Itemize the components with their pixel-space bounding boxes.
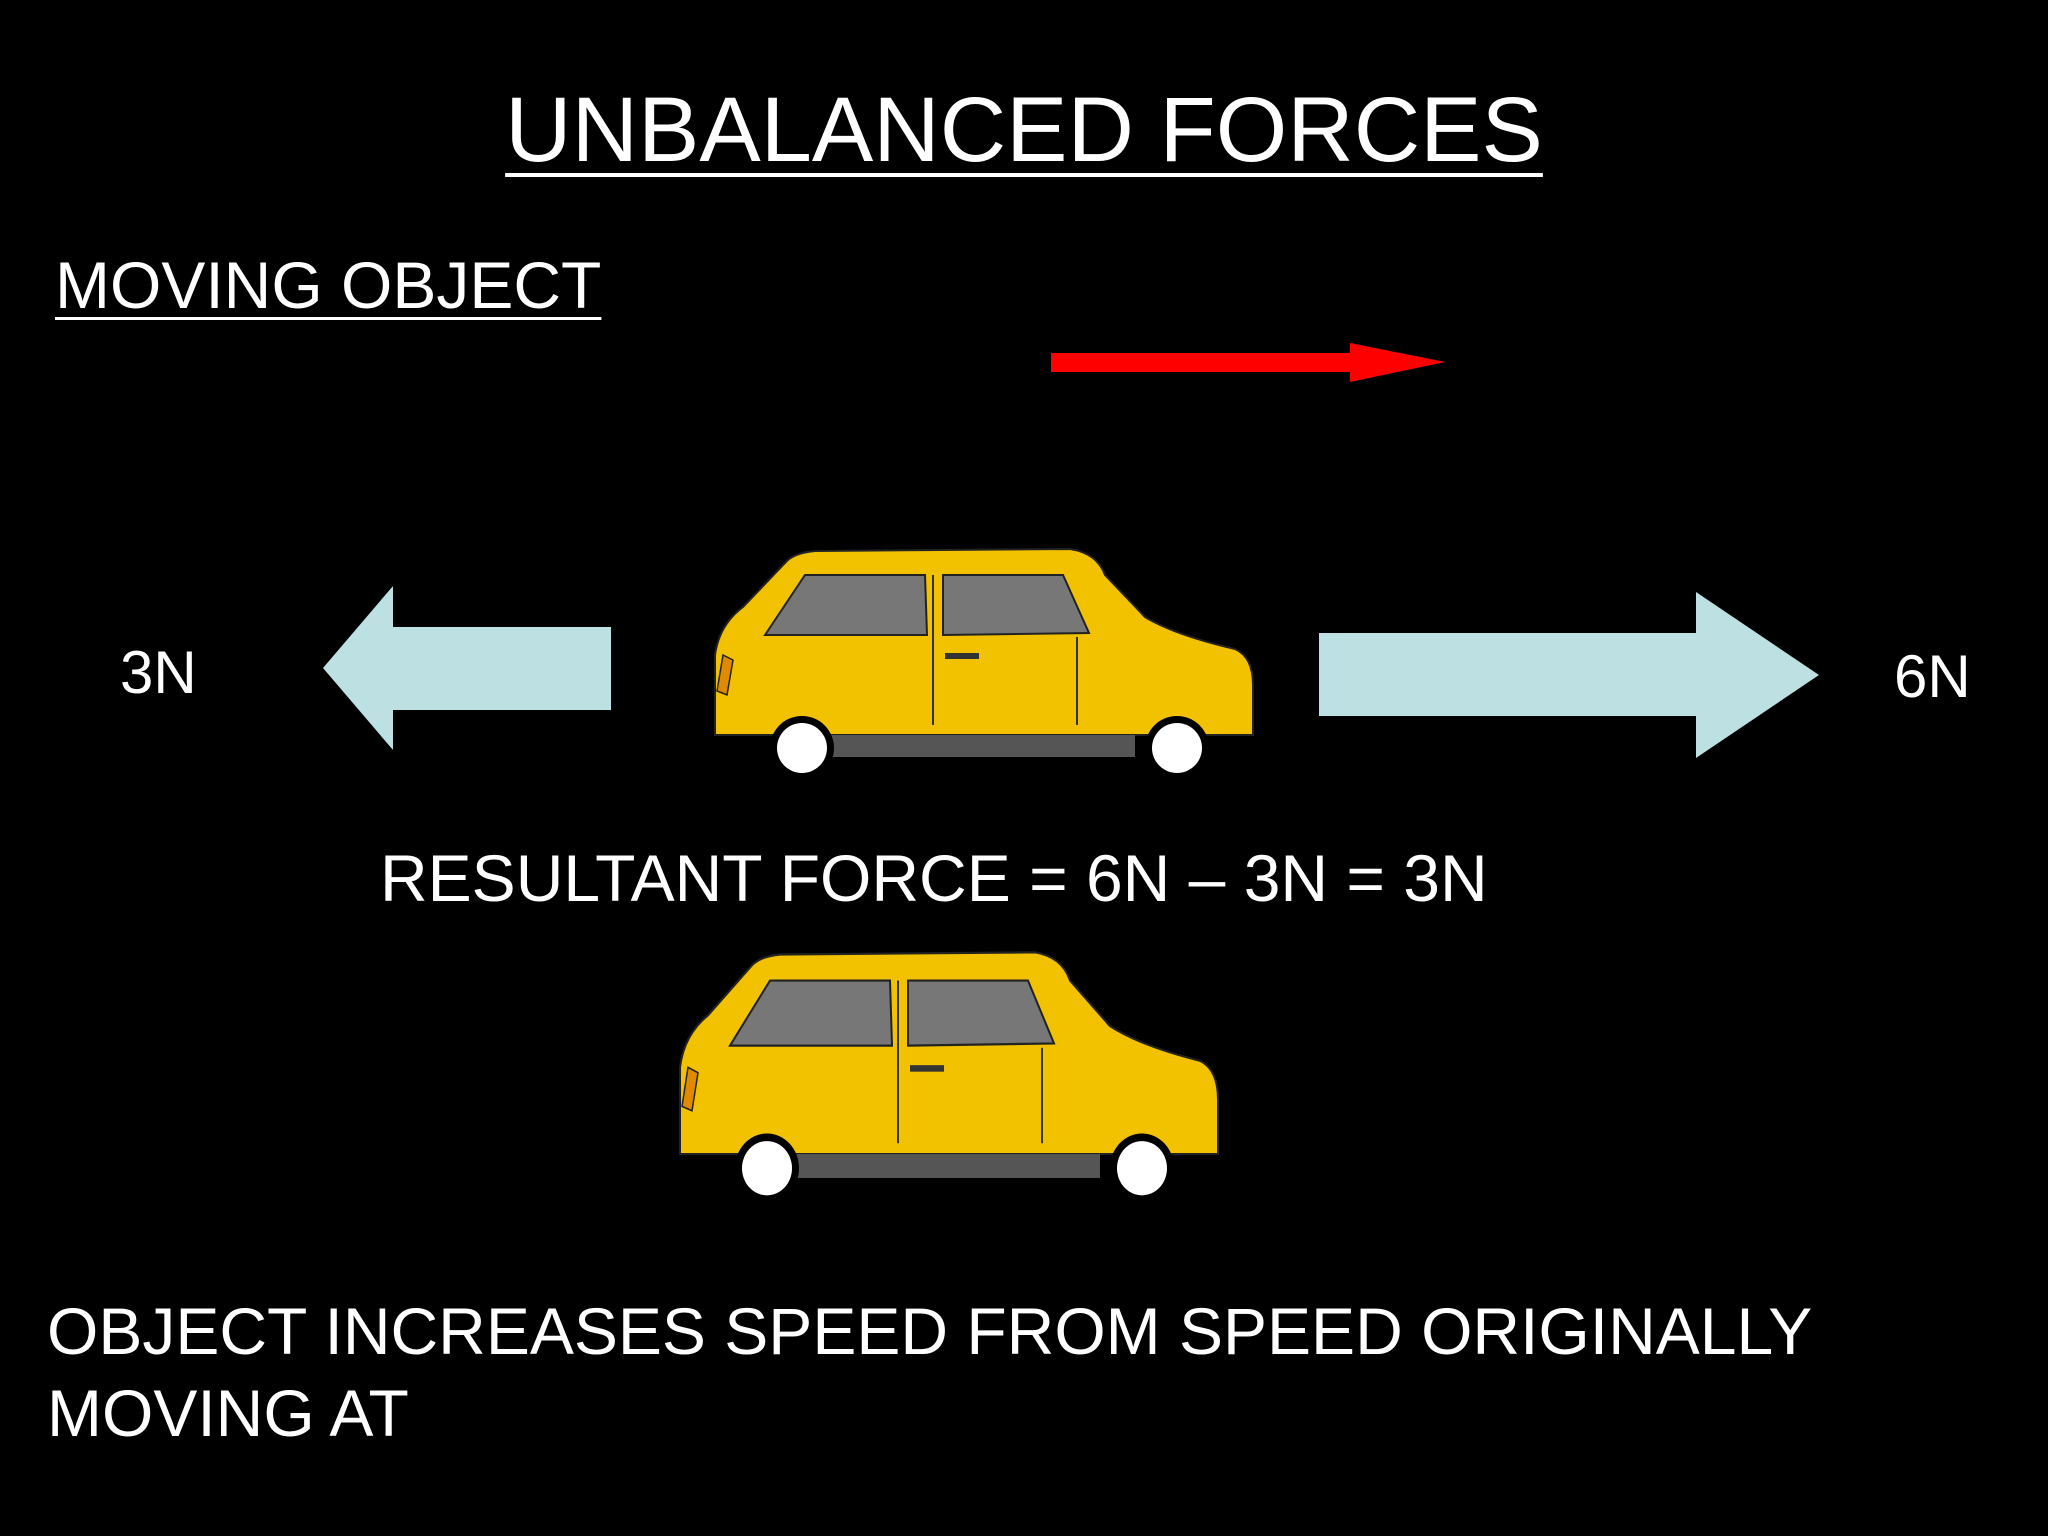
resultant-force-text: RESULTANT FORCE = 6N – 3N = 3N xyxy=(380,841,1488,915)
car-icon xyxy=(679,951,1219,1203)
slide-title-text: UNBALANCED FORCES xyxy=(505,79,1543,181)
slide-subtitle: MOVING OBJECT xyxy=(55,248,602,322)
slide-title: UNBALANCED FORCES xyxy=(0,78,2048,183)
left-force-label: 3N xyxy=(120,639,197,706)
conclusion-text: OBJECT INCREASES SPEED FROM SPEED ORIGIN… xyxy=(47,1294,1812,1450)
car-icon xyxy=(714,547,1254,780)
right-force-label: 6N xyxy=(1894,643,1971,710)
